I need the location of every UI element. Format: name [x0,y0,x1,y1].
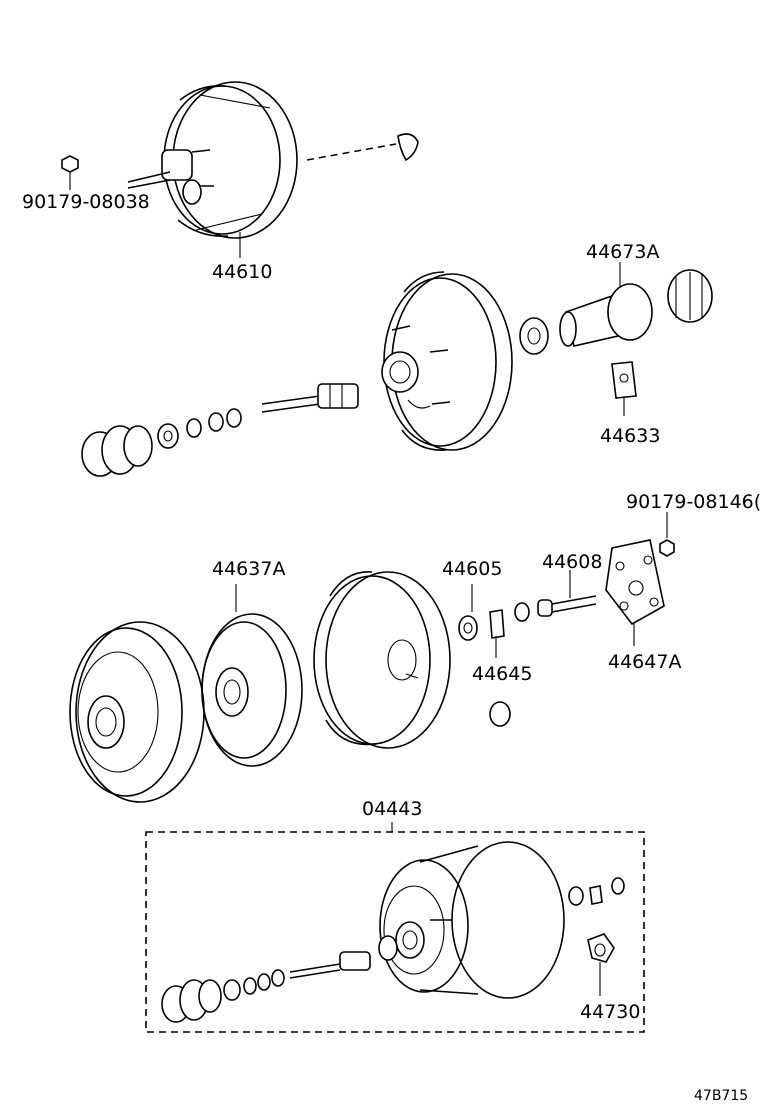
kit-rod-assembly [289,935,398,979]
boot-kit [559,269,713,347]
gasket-plate [605,539,665,646]
nut-icon [61,155,79,190]
part-number-90179-08146: 90179-08146(2 [626,491,760,513]
part-number-44645: 44645 [472,663,532,685]
rod-assembly [261,383,359,413]
part-number-44608: 44608 [542,551,602,573]
part-number-44605: 44605 [442,558,502,580]
kit-small-seals [568,877,625,906]
drawing-code: 47B715 [694,1088,748,1104]
diaphragm-plate [313,571,451,749]
washer-set [157,408,242,449]
clevis-icon [611,361,637,416]
part-number-44647A: 44647A [608,651,681,673]
rear-shell [69,621,205,803]
part-number-44610: 44610 [212,261,272,283]
rubber-boot [81,425,153,477]
part-number-90179-08038: 90179-08038 [22,191,150,213]
part-number-44637A: 44637A [212,558,285,580]
kit-booster [379,841,565,999]
part-number-44633: 44633 [600,425,660,447]
part-number-44673A: 44673A [586,241,659,263]
part-number-44730: 44730 [580,1001,640,1023]
small-parts-row [458,595,597,727]
part-number-04443: 04443 [362,798,422,820]
booster-front-shell [381,271,513,451]
seal-ring [519,317,549,355]
kit-bounding-box [145,831,645,1033]
nut-right-icon [659,512,675,557]
brake-booster-assembly [127,81,419,239]
check-valve-icon [587,933,615,996]
diaphragm [201,584,303,767]
kit-boot [161,979,222,1023]
kit-washers [223,969,285,1001]
